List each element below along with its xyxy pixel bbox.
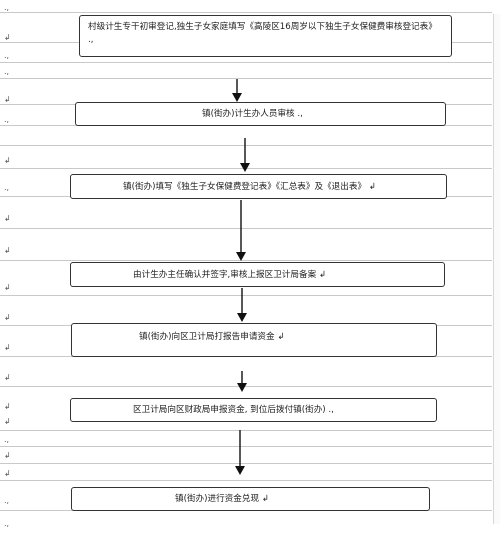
paragraph-mark: ., <box>4 183 10 192</box>
paragraph-mark: ., <box>4 496 10 505</box>
flow-arrow <box>234 430 246 475</box>
ruled-line <box>0 62 492 63</box>
paragraph-mark: ↲ <box>4 33 11 42</box>
flow-step-6-text: 区卫计局向区财政局申报资金, 到位后拨付镇(街办) ., <box>133 405 334 415</box>
flow-step-5: 镇(街办)向区卫计局打报告申请资金 ↲ <box>71 323 437 357</box>
flow-step-3-text: 镇(街办)填写《独生子女保健费登记表》《汇总表》及《退出表》 ↲ <box>123 182 376 192</box>
ruled-line <box>0 480 492 481</box>
flow-step-2-text: 镇(街办)计生办人员审核 ., <box>202 109 303 119</box>
paragraph-mark: ↲ <box>4 214 11 223</box>
paragraph-mark: ↲ <box>4 343 11 352</box>
ruled-line <box>0 78 492 79</box>
flow-arrow <box>231 79 243 102</box>
paragraph-mark: ↲ <box>4 402 11 411</box>
paragraph-mark: ., <box>4 435 10 444</box>
flow-arrow <box>239 138 251 172</box>
paragraph-mark: ↲ <box>4 417 11 426</box>
ruled-line <box>0 228 492 229</box>
flow-arrow <box>236 288 248 322</box>
flow-step-2: 镇(街办)计生办人员审核 ., <box>75 102 446 126</box>
ruled-line <box>0 446 492 447</box>
ruled-line <box>0 386 492 387</box>
flow-step-5-text: 镇(街办)向区卫计局打报告申请资金 ↲ <box>139 332 285 342</box>
flow-step-3: 镇(街办)填写《独生子女保健费登记表》《汇总表》及《退出表》 ↲ <box>70 174 447 199</box>
paragraph-mark: ↲ <box>4 469 11 478</box>
ruled-line <box>0 145 492 146</box>
ruled-line <box>0 260 492 261</box>
ruled-line <box>0 463 492 464</box>
paragraph-mark: ↲ <box>4 156 11 165</box>
paragraph-mark: ., <box>4 3 10 12</box>
ruled-line <box>0 430 492 431</box>
paragraph-mark: ↲ <box>4 95 11 104</box>
paragraph-mark: ↲ <box>4 283 11 292</box>
flow-step-6: 区卫计局向区财政局申报资金, 到位后拨付镇(街办) ., <box>70 398 437 422</box>
paragraph-mark: ., <box>4 67 10 76</box>
paragraph-mark: ., <box>4 115 10 124</box>
flow-step-4: 由计生办主任确认并签字,审核上报区卫计局备案 ↲ <box>70 262 445 287</box>
paragraph-mark: ↲ <box>4 313 11 322</box>
paragraph-mark: ↲ <box>4 451 11 460</box>
page-right-edge <box>493 14 500 524</box>
flow-arrow <box>235 200 247 261</box>
flow-step-7: 镇(街办)进行资金兑现 ↲ <box>71 487 430 511</box>
flow-step-7-text: 镇(街办)进行资金兑现 ↲ <box>175 494 269 504</box>
flow-step-4-text: 由计生办主任确认并签字,审核上报区卫计局备案 ↲ <box>133 270 327 280</box>
ruled-line <box>0 295 492 296</box>
paragraph-mark: ↲ <box>4 246 11 255</box>
paragraph-mark: ↲ <box>4 373 11 382</box>
ruled-line <box>0 12 492 13</box>
flow-step-1: 村级计生专干初审登记,独生子女家庭填写《高陵区16周岁以下独生子女保健费审核登记… <box>79 15 452 57</box>
flow-arrow <box>236 371 248 392</box>
flow-step-1-text: 村级计生专干初审登记,独生子女家庭填写《高陵区16周岁以下独生子女保健费审核登记… <box>88 22 437 45</box>
paragraph-mark: ., <box>4 519 10 528</box>
paragraph-mark: ., <box>4 51 10 60</box>
